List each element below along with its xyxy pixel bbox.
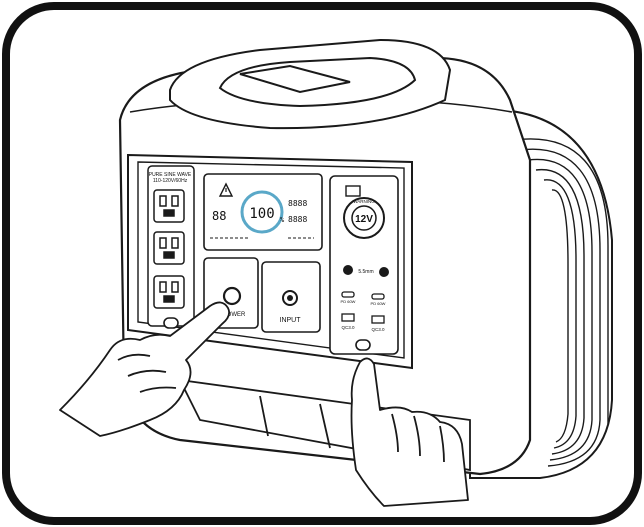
usb-port-icon[interactable] bbox=[341, 313, 355, 322]
car-outlet-voltage: 12V bbox=[355, 214, 373, 225]
usb-a-left-label: QC3.0 bbox=[341, 325, 355, 330]
power-button-icon[interactable] bbox=[222, 286, 242, 306]
ac-outlet-column: PURE SINE WAVE 110-120V/60Hz bbox=[147, 165, 195, 329]
car-outlet-icon[interactable]: WARNING 12V bbox=[343, 185, 385, 239]
input-panel: INPUT bbox=[261, 261, 321, 333]
dc-port-icon[interactable] bbox=[379, 267, 389, 277]
dc-switch-button[interactable] bbox=[355, 339, 371, 351]
carry-handle bbox=[169, 38, 452, 130]
ac-switch-button[interactable] bbox=[163, 317, 179, 329]
hand-icon bbox=[59, 301, 231, 437]
ac-outlet-icon[interactable] bbox=[153, 275, 185, 309]
lcd-percent-sign: % bbox=[280, 216, 285, 224]
dc-rating: 5.5mm bbox=[358, 269, 373, 275]
dc-usb-column: WARNING 12V 5.5mm PD 60W PD 60W QC3.0 QC… bbox=[329, 175, 399, 355]
usb-port-icon[interactable] bbox=[341, 291, 355, 298]
lcd-battery-ring bbox=[240, 190, 284, 234]
lcd-percent: 100 bbox=[249, 206, 274, 222]
usb-c-right-label: PD 60W bbox=[371, 301, 386, 306]
input-port-label: INPUT bbox=[280, 317, 302, 324]
dc-port-icon[interactable] bbox=[343, 265, 353, 275]
power-button-label: POWER bbox=[223, 312, 246, 318]
ac-outlet-icon[interactable] bbox=[153, 189, 185, 223]
usb-c-left-label: PD 60W bbox=[341, 299, 356, 304]
lcd-display: 88 100 % 8888 8888 bbox=[203, 173, 323, 251]
usb-port-icon[interactable] bbox=[371, 293, 385, 300]
car-outlet-ring: WARNING bbox=[353, 199, 375, 204]
ac-outlet-icon[interactable] bbox=[153, 231, 185, 265]
lcd-segment-right-top: 8888 bbox=[288, 199, 307, 208]
usb-a-right-label: QC3.0 bbox=[371, 327, 385, 332]
ac-rating-line2: 110-120V/60Hz bbox=[153, 178, 188, 184]
usb-port-icon[interactable] bbox=[371, 315, 385, 324]
lcd-segment-right-bottom: 8888 bbox=[288, 215, 307, 224]
ac-rating-line1: PURE SINE WAVE bbox=[149, 172, 192, 178]
warning-icon bbox=[218, 182, 234, 197]
hand-icon bbox=[350, 357, 469, 507]
lcd-segment-left: 88 bbox=[212, 209, 226, 223]
